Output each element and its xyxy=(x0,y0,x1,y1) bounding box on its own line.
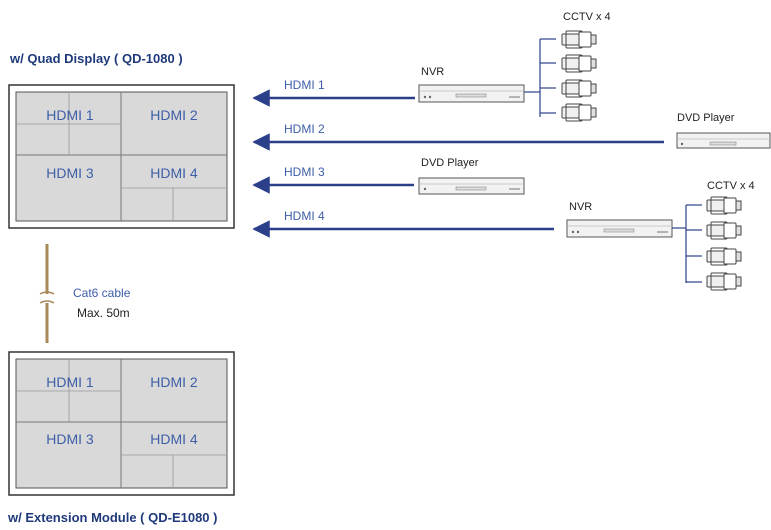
nvr-2-label: NVR xyxy=(569,201,592,213)
camera-icon xyxy=(561,30,597,49)
ext-cell-hdmi-4: HDMI 4 xyxy=(150,431,198,447)
cctv-2-connector xyxy=(672,204,702,283)
quad-cell-hdmi-2: HDMI 2 xyxy=(150,107,198,123)
quad-cell-hdmi-4: HDMI 4 xyxy=(150,165,198,181)
link-label-hdmi-4: HDMI 4 xyxy=(284,209,325,223)
cctv-1-label: CCTV x 4 xyxy=(563,11,611,23)
camera-icon xyxy=(561,103,597,122)
link-label-hdmi-3: HDMI 3 xyxy=(284,165,325,179)
camera-icon xyxy=(561,54,597,73)
camera-icon xyxy=(706,196,742,215)
quad-display-panel: HDMI 1 HDMI 2 HDMI 3 HDMI 4 xyxy=(8,84,235,229)
ext-cell-hdmi-2: HDMI 2 xyxy=(150,374,198,390)
dvd-player-2-device xyxy=(418,177,525,195)
dvd-player-1-label: DVD Player xyxy=(677,112,735,124)
nvr-2-device xyxy=(566,219,673,238)
quad-cell-hdmi-1: HDMI 1 xyxy=(46,107,94,123)
cat6-cable xyxy=(39,244,55,343)
ext-cell-hdmi-1: HDMI 1 xyxy=(46,374,94,390)
camera-icon xyxy=(706,272,742,291)
extension-module-panel: HDMI 1 HDMI 2 HDMI 3 HDMI 4 xyxy=(8,351,235,496)
link-label-hdmi-1: HDMI 1 xyxy=(284,78,325,92)
cctv-2-label: CCTV x 4 xyxy=(707,180,755,192)
camera-icon xyxy=(561,79,597,98)
quad-cell-hdmi-3: HDMI 3 xyxy=(46,165,94,181)
cable-max-label: Max. 50m xyxy=(77,306,130,320)
extension-module-title: w/ Extension Module ( QD-E1080 ) xyxy=(7,510,217,525)
dvd-player-1-device xyxy=(676,132,771,149)
cctv-1-connector xyxy=(524,38,556,117)
camera-icon xyxy=(706,247,742,266)
cable-type-label: Cat6 cable xyxy=(73,286,131,300)
camera-icon xyxy=(706,221,742,240)
nvr-1-label: NVR xyxy=(421,66,444,78)
dvd-player-2-label: DVD Player xyxy=(421,157,479,169)
nvr-1-device xyxy=(418,84,525,103)
quad-display-title: w/ Quad Display ( QD-1080 ) xyxy=(9,51,183,66)
ext-cell-hdmi-3: HDMI 3 xyxy=(46,431,94,447)
link-label-hdmi-2: HDMI 2 xyxy=(284,122,325,136)
